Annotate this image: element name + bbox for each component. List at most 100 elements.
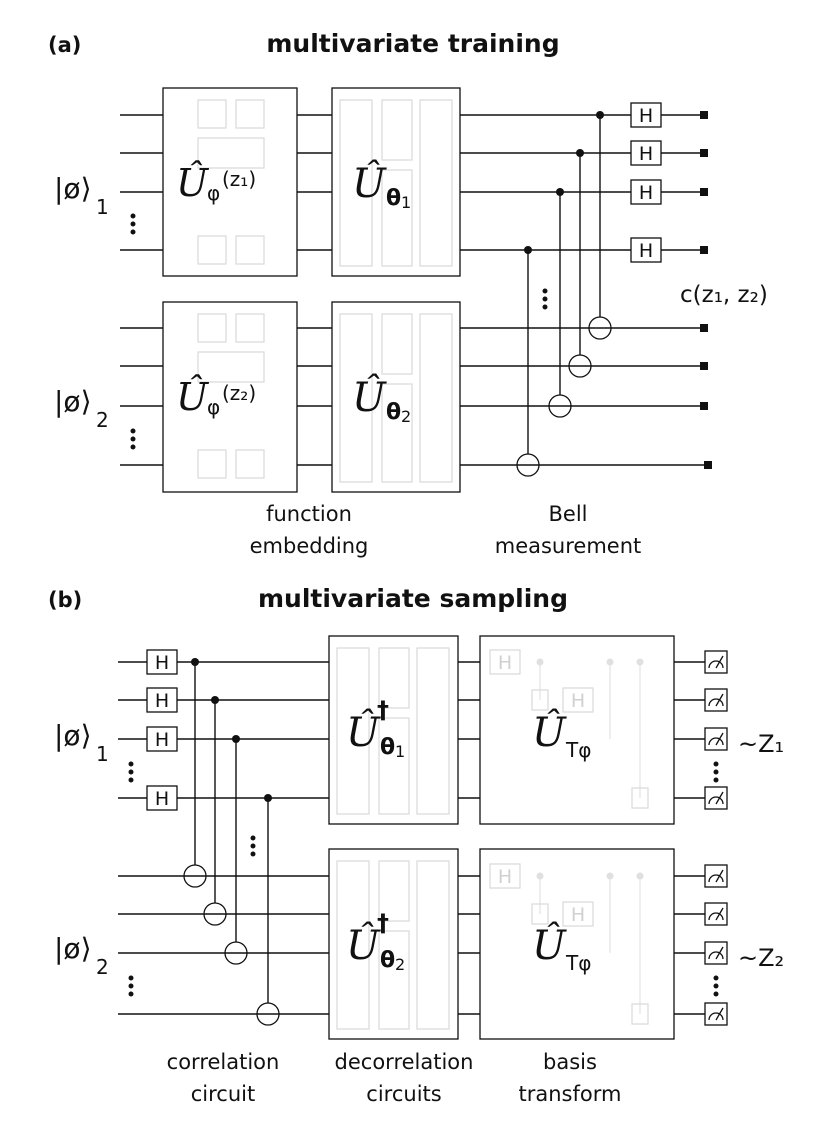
- svg-text:Tφ: Tφ: [565, 951, 591, 975]
- cnot-b-2: [203, 696, 227, 926]
- basis-2-operator: Û: [532, 922, 567, 969]
- svg-text:measurement: measurement: [495, 534, 642, 558]
- svg-text:θ: θ: [380, 948, 395, 973]
- ket-register-2: |ø⟩ 2: [54, 385, 109, 432]
- panel-b-title: multivariate sampling: [258, 584, 568, 613]
- label-decorrelation-circuits: decorrelation circuits: [335, 1050, 474, 1106]
- svg-text:†: †: [377, 909, 389, 937]
- svg-text:1: 1: [96, 195, 109, 219]
- meter-icon: [704, 902, 728, 926]
- svg-text:H: H: [155, 729, 169, 751]
- svg-text:function: function: [266, 502, 352, 526]
- svg-text:H: H: [498, 652, 512, 674]
- cnot-a-2: [568, 149, 592, 378]
- label-basis-transform: basis transform: [519, 1050, 622, 1106]
- svg-text:circuit: circuit: [191, 1082, 255, 1106]
- embedding-box-1: Û φ (z₁): [162, 87, 298, 277]
- measurement-meters-b: [704, 650, 728, 1026]
- decorrelation-1-operator: Û: [346, 709, 381, 756]
- svg-text:H: H: [571, 904, 585, 926]
- panel-a: (a) multivariate training |ø⟩ 1 |ø⟩ 2: [48, 29, 768, 558]
- ellipsis-correlation: [250, 835, 256, 857]
- svg-text:1: 1: [401, 193, 411, 212]
- hadamard-gates-a: H H H H: [630, 102, 662, 263]
- svg-text:circuits: circuits: [366, 1082, 441, 1106]
- cnot-b-1: [183, 658, 207, 888]
- embedding-box-2: Û φ (z₂): [162, 301, 298, 493]
- svg-text:2: 2: [96, 955, 109, 979]
- cnot-b-4: [256, 794, 280, 1026]
- svg-text:φ: φ: [207, 181, 220, 205]
- svg-text:|ø⟩: |ø⟩: [54, 932, 92, 965]
- embedding-2-operator: Û: [176, 375, 210, 419]
- ansatz-box-1: Û θ 1: [331, 87, 461, 277]
- cnot-a-1: [588, 111, 612, 340]
- svg-text:Tφ: Tφ: [565, 738, 591, 762]
- svg-text:Bell: Bell: [549, 502, 588, 526]
- meter-icon: [704, 688, 728, 712]
- svg-text:1: 1: [96, 742, 109, 766]
- svg-text:basis: basis: [543, 1050, 597, 1074]
- svg-text:|ø⟩: |ø⟩: [54, 172, 92, 205]
- svg-text:H: H: [639, 143, 653, 165]
- basis-transform-box-2: H H Û Tφ: [479, 848, 675, 1040]
- ellipsis-out-1: [713, 761, 719, 783]
- cnot-b-3: [224, 735, 248, 965]
- svg-text:2: 2: [401, 407, 411, 426]
- ansatz-box-2: Û θ 2: [331, 301, 461, 493]
- cost-function-label: c(z₁, z₂): [680, 282, 768, 308]
- svg-text:H: H: [639, 240, 653, 262]
- svg-text:H: H: [498, 866, 512, 888]
- basis-1-operator: Û: [532, 709, 567, 756]
- hadamard-gates-b: H H H H: [146, 649, 178, 811]
- ansatz-1-operator: Û: [352, 160, 387, 207]
- ket-register-1-b: |ø⟩ 1: [54, 719, 109, 766]
- svg-text:†: †: [377, 696, 389, 724]
- svg-text:|ø⟩: |ø⟩: [54, 385, 92, 418]
- cnot-a-4: [516, 246, 540, 477]
- ellipsis-register-1: [130, 213, 136, 235]
- cnot-a-3: [548, 188, 572, 418]
- svg-text:(z₂): (z₂): [222, 381, 256, 405]
- svg-text:(z₁): (z₁): [222, 167, 256, 191]
- output-z1-label: ~Z₁: [738, 730, 784, 758]
- svg-text:H: H: [639, 182, 653, 204]
- svg-text:θ: θ: [386, 186, 401, 211]
- decorrelation-box-2: Û † θ 2: [328, 848, 459, 1040]
- meter-icon: [704, 941, 728, 965]
- svg-text:1: 1: [395, 742, 405, 761]
- output-z2-label: ~Z₂: [738, 944, 784, 972]
- svg-text:H: H: [155, 652, 169, 674]
- svg-text:2: 2: [395, 955, 405, 974]
- decorrelation-2-operator: Û: [346, 922, 381, 969]
- meter-icon: [704, 786, 728, 810]
- ansatz-2-operator: Û: [352, 374, 387, 421]
- panel-a-title: multivariate training: [266, 29, 559, 58]
- decorrelation-box-1: Û † θ 1: [328, 635, 459, 825]
- ket-register-1: |ø⟩ 1: [54, 172, 109, 219]
- svg-text:φ: φ: [207, 395, 220, 419]
- svg-text:H: H: [639, 105, 653, 127]
- label-function-embedding: function embedding: [250, 502, 369, 558]
- ellipsis-register-2: [130, 428, 136, 450]
- label-correlation-circuit: correlation circuit: [167, 1050, 280, 1106]
- svg-text:embedding: embedding: [250, 534, 369, 558]
- ket-register-2-b: |ø⟩ 2: [54, 932, 109, 979]
- meter-icon: [704, 864, 728, 888]
- measurement-terminals-a: [700, 111, 712, 469]
- panel-b: (b) multivariate sampling |ø⟩ 1 |ø⟩ 2: [48, 584, 784, 1106]
- ellipsis-register-1-b: [128, 761, 134, 783]
- embedding-1-operator: Û: [176, 161, 210, 205]
- svg-text:decorrelation: decorrelation: [335, 1050, 474, 1074]
- svg-text:transform: transform: [519, 1082, 622, 1106]
- basis-transform-box-1: H H Û Tφ: [479, 635, 675, 825]
- svg-text:θ: θ: [386, 400, 401, 425]
- svg-text:2: 2: [96, 408, 109, 432]
- ellipsis-bell: [542, 288, 548, 310]
- meter-icon: [704, 727, 728, 751]
- svg-text:|ø⟩: |ø⟩: [54, 719, 92, 752]
- svg-text:correlation: correlation: [167, 1050, 280, 1074]
- svg-text:H: H: [155, 788, 169, 810]
- svg-text:H: H: [155, 690, 169, 712]
